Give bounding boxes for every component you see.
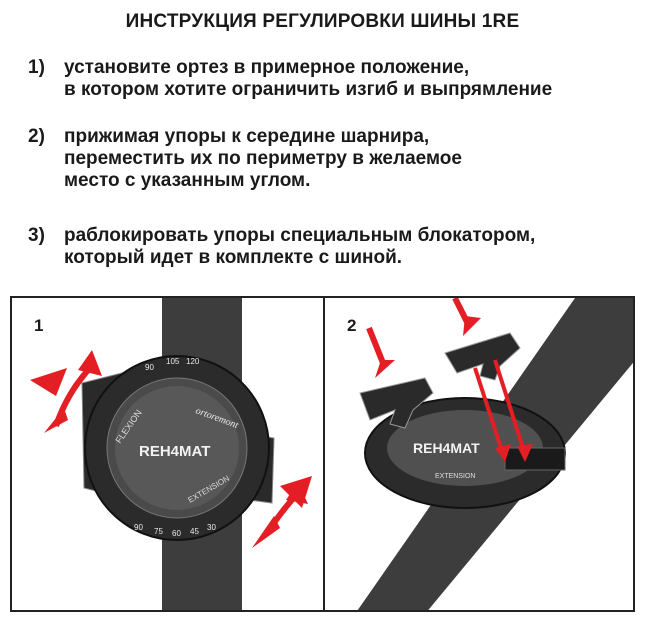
scale-label: 90	[145, 363, 154, 372]
scale-label: 75	[154, 527, 163, 536]
hinge-illustration-1: 90 105 120 90 75 60 45 30 FLEXION EXTENS…	[30, 298, 312, 610]
scale-label: 30	[207, 523, 216, 532]
red-arrows	[30, 350, 312, 548]
brand-logo: REH4MAT	[139, 443, 210, 460]
red-arrows	[366, 298, 533, 462]
panel-number: 2	[347, 316, 357, 335]
brand-logo: REH4MAT	[413, 440, 480, 456]
scale-label: 45	[190, 527, 199, 536]
scale-label: 90	[134, 523, 143, 532]
illustration-panel-1: 90 105 120 90 75 60 45 30 FLEXION EXTENS…	[10, 296, 325, 612]
scale-label: 120	[186, 357, 200, 366]
step-text: раблокировать упоры специальным блокатор…	[64, 225, 536, 268]
step-number: 1)	[28, 57, 45, 78]
illustration-panel-2: REH4MAT EXTENSION 2	[323, 296, 635, 612]
step-number: 3)	[28, 225, 45, 246]
hinge-illustration-2: REH4MAT EXTENSION	[357, 298, 633, 610]
scale-label: 60	[172, 529, 181, 538]
step-number: 2)	[28, 126, 45, 147]
step-text: прижимая упоры к середине шарнира, перем…	[64, 126, 462, 191]
scale-label: 105	[166, 357, 180, 366]
step-text: установите ортез в примерное положение, …	[64, 57, 553, 100]
extension-label: EXTENSION	[435, 473, 475, 480]
page-title: ИНСТРУКЦИЯ РЕГУЛИРОВКИ ШИНЫ 1RE	[125, 11, 520, 32]
panel-number: 1	[34, 316, 44, 335]
